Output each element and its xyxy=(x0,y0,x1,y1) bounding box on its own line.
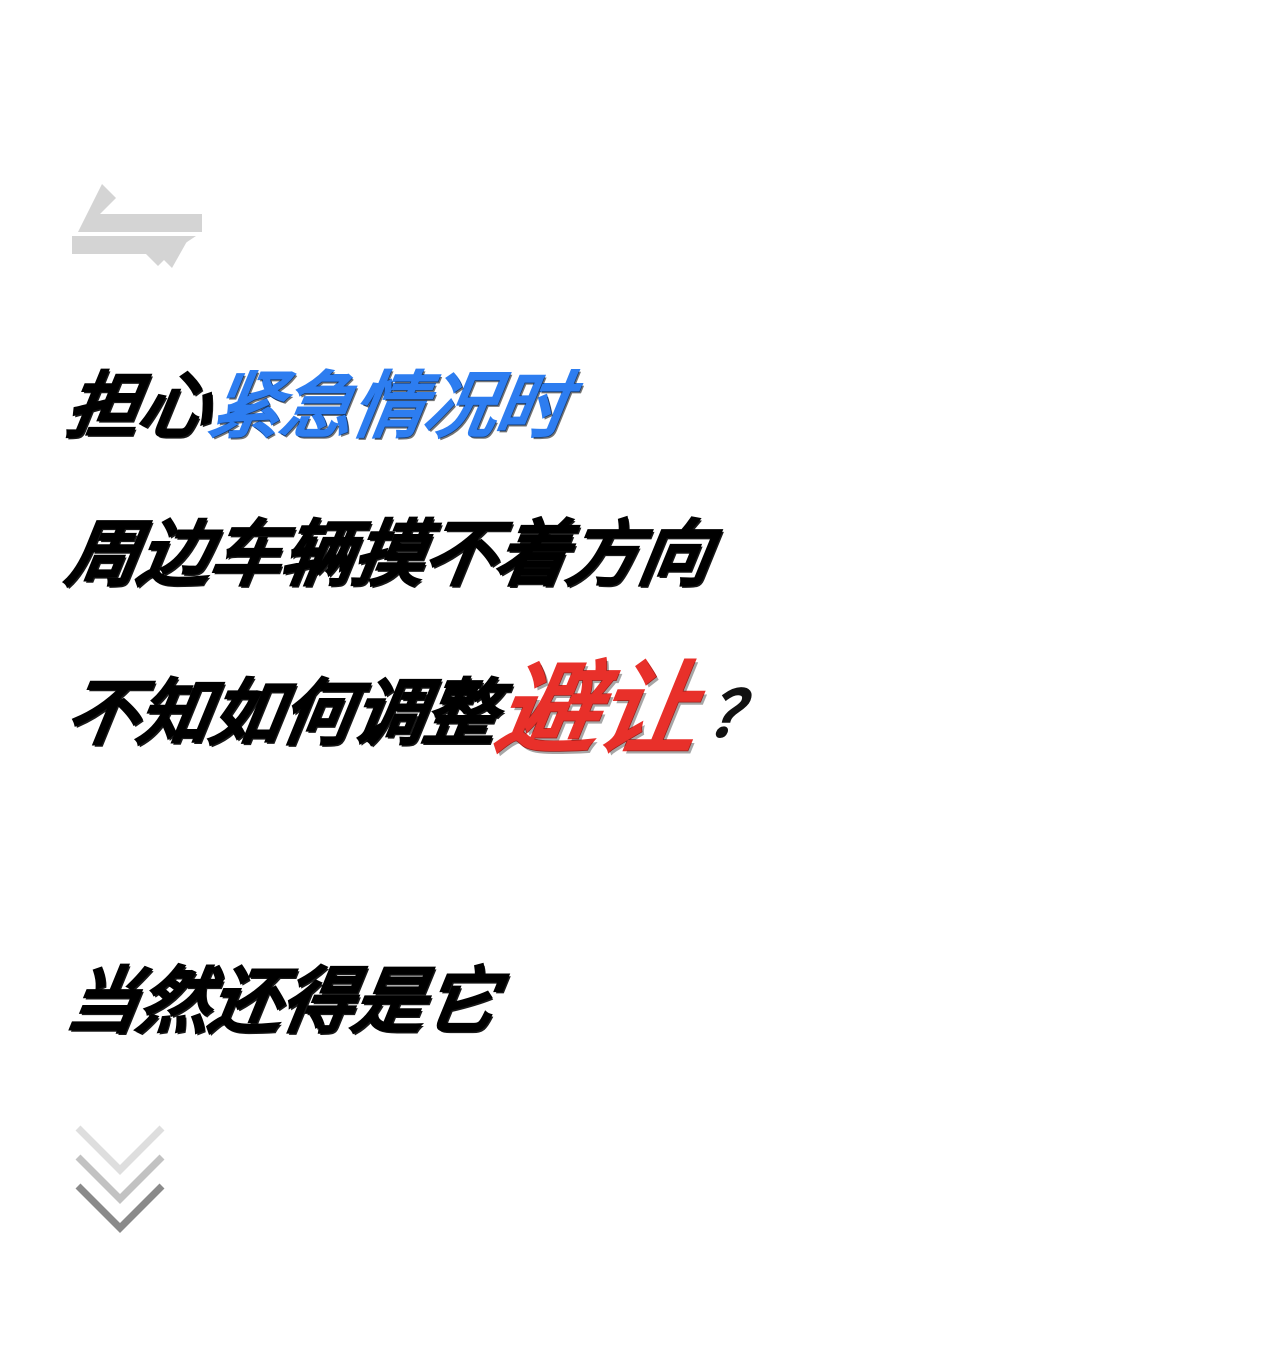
headline-line-2-segment-1: 周边车辆摸不着方向 xyxy=(60,511,718,597)
chevron-down-icon-1 xyxy=(75,1125,165,1175)
headline-line-3: 不知如何调整避让？ xyxy=(60,650,777,769)
headline-line-1-segment-2-highlight: 紧急情况时 xyxy=(203,363,575,449)
headline-line-4-segment-1: 当然还得是它 xyxy=(60,958,504,1044)
headline-line-1: 担心紧急情况时 xyxy=(60,363,575,449)
chevron-down-icon-3 xyxy=(75,1183,165,1233)
chevron-down-stack-icon xyxy=(70,1118,170,1258)
headline-line-2: 周边车辆摸不着方向 xyxy=(60,511,718,597)
headline-line-4: 当然还得是它 xyxy=(60,958,504,1044)
headline-line-3-segment-2-highlight: 避让 xyxy=(489,650,708,769)
headline-line-3-segment-1: 不知如何调整 xyxy=(60,670,504,756)
chevron-down-icon-2 xyxy=(75,1154,165,1204)
headline-line-1-segment-1: 担心 xyxy=(60,363,218,449)
exchange-arrows-icon xyxy=(72,182,202,268)
headline-line-3-question-mark: ？ xyxy=(702,677,777,752)
